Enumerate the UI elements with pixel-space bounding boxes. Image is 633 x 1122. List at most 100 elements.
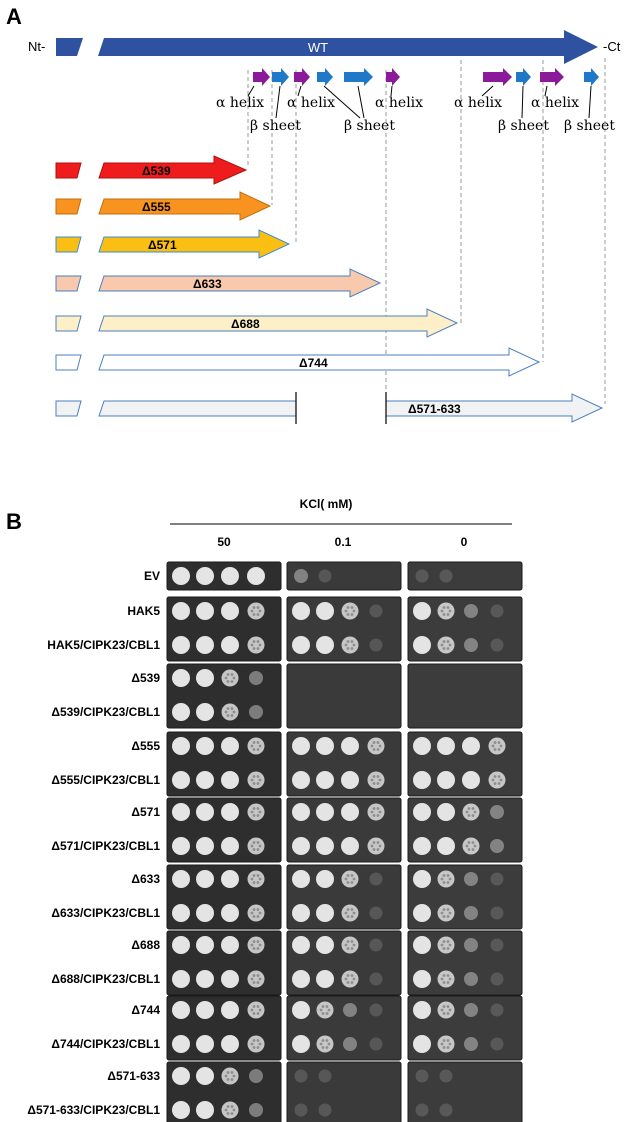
colony-speck bbox=[256, 874, 260, 877]
yeast-spot bbox=[437, 803, 455, 821]
yeast-spot bbox=[247, 936, 265, 954]
colony-speck bbox=[493, 775, 497, 778]
colony-speck bbox=[376, 748, 380, 751]
colony-speck bbox=[352, 643, 356, 647]
column-header: 0 bbox=[461, 535, 468, 549]
colony-speck bbox=[325, 1046, 329, 1049]
yeast-spot bbox=[221, 636, 239, 654]
colony-speck bbox=[370, 778, 374, 782]
colony-speck bbox=[256, 981, 260, 984]
strain-label: Δ744 bbox=[131, 1003, 160, 1017]
colony-speck bbox=[327, 1008, 331, 1012]
colony-speck bbox=[442, 1046, 446, 1049]
colony-speck bbox=[346, 940, 350, 943]
colony-speck bbox=[252, 1012, 256, 1015]
colony-speck bbox=[372, 748, 376, 751]
construct-arrow bbox=[98, 191, 272, 221]
yeast-spot bbox=[294, 1069, 308, 1083]
yeast-spot bbox=[172, 1001, 190, 1019]
colony-speck bbox=[226, 680, 230, 683]
colony-speck bbox=[252, 841, 256, 844]
colony-speck bbox=[258, 744, 262, 748]
strain-label: Δ688/CIPK23/CBL1 bbox=[51, 972, 160, 986]
colony-speck bbox=[346, 606, 350, 609]
colony-speck bbox=[471, 807, 475, 810]
colony-speck bbox=[250, 877, 254, 881]
colony-speck bbox=[258, 810, 262, 814]
colony-speck bbox=[372, 848, 376, 851]
colony-speck bbox=[440, 911, 444, 915]
yeast-spot bbox=[292, 737, 310, 755]
yeast-spot bbox=[462, 737, 480, 755]
yeast-spot bbox=[341, 636, 359, 654]
colony-speck bbox=[352, 911, 356, 915]
colony-speck bbox=[224, 1108, 228, 1112]
constructs: Δ539 Δ555 Δ571 Δ633 Δ688 Δ744 Δ571-633 bbox=[55, 155, 604, 424]
yeast-spot bbox=[413, 737, 431, 755]
yeast-spot bbox=[413, 1035, 431, 1053]
colony-speck bbox=[226, 1112, 230, 1115]
colony-speck bbox=[442, 1005, 446, 1008]
colony-speck bbox=[448, 1008, 452, 1012]
yeast-spot bbox=[221, 970, 239, 988]
yeast-spot bbox=[172, 870, 190, 888]
yeast-spot bbox=[437, 936, 455, 954]
plate-section bbox=[286, 663, 402, 729]
colony-speck bbox=[442, 908, 446, 911]
yeast-spot bbox=[172, 837, 190, 855]
colony-speck bbox=[446, 874, 450, 877]
panel-a-label: A bbox=[6, 4, 22, 29]
column-header: 50 bbox=[217, 535, 231, 549]
yeast-spot bbox=[316, 936, 334, 954]
strain-label: HAK5/CIPK23/CBL1 bbox=[47, 638, 160, 652]
yeast-spot bbox=[196, 703, 214, 721]
colony-speck bbox=[344, 643, 348, 647]
colony-speck bbox=[473, 844, 477, 848]
colony-speck bbox=[346, 613, 350, 616]
colony-speck bbox=[442, 1012, 446, 1015]
yeast-spot bbox=[437, 1035, 455, 1053]
colony-speck bbox=[350, 606, 354, 609]
yeast-spot bbox=[437, 602, 455, 620]
colony-speck bbox=[325, 1005, 329, 1008]
colony-speck bbox=[446, 1039, 450, 1042]
yeast-spot bbox=[247, 1035, 265, 1053]
yeast-spot bbox=[439, 1103, 453, 1117]
colony-speck bbox=[350, 874, 354, 877]
yeast-spot bbox=[369, 638, 383, 652]
colony-speck bbox=[252, 1039, 256, 1042]
colony-speck bbox=[258, 943, 262, 947]
yeast-spot bbox=[316, 970, 334, 988]
colony-speck bbox=[446, 981, 450, 984]
yeast-spot bbox=[247, 737, 265, 755]
yeast-spot bbox=[490, 1037, 504, 1051]
colony-speck bbox=[352, 977, 356, 981]
colony-speck bbox=[256, 640, 260, 643]
yeast-spot bbox=[369, 872, 383, 886]
colony-speck bbox=[258, 1042, 262, 1046]
structure-label: β sheet bbox=[344, 118, 395, 134]
yeast-spot bbox=[413, 837, 431, 855]
colony-speck bbox=[448, 877, 452, 881]
colony-speck bbox=[442, 881, 446, 884]
colony-speck bbox=[446, 640, 450, 643]
alpha-helix-marker bbox=[386, 68, 400, 86]
yeast-spot bbox=[247, 904, 265, 922]
colony-speck bbox=[256, 814, 260, 817]
yeast-spot bbox=[196, 803, 214, 821]
colony-speck bbox=[446, 1012, 450, 1015]
yeast-spot bbox=[294, 1103, 308, 1117]
plate-section bbox=[286, 561, 402, 591]
yeast-spot bbox=[196, 837, 214, 855]
yeast-spot bbox=[247, 803, 265, 821]
colony-speck bbox=[448, 1042, 452, 1046]
yeast-spot bbox=[221, 904, 239, 922]
yeast-spot bbox=[316, 803, 334, 821]
colony-speck bbox=[346, 908, 350, 911]
colony-speck bbox=[442, 974, 446, 977]
colony-speck bbox=[346, 981, 350, 984]
yeast-spot bbox=[221, 837, 239, 855]
colony-speck bbox=[325, 1039, 329, 1042]
yeast-spot bbox=[341, 602, 359, 620]
colony-speck bbox=[352, 877, 356, 881]
